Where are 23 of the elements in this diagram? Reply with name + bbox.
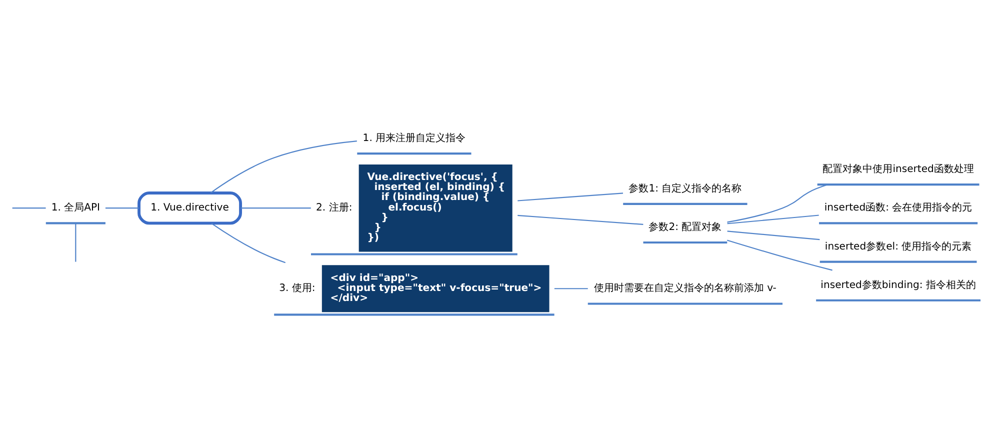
node-text: inserted参数el: 使用指令的元素: [824, 240, 972, 252]
node-text: 1. 用来注册自定义指令: [362, 132, 466, 144]
node-text: 参数1: 自定义指令的名称: [628, 182, 742, 194]
connector: [105, 207, 139, 208]
connector: [240, 207, 311, 208]
connector: [727, 214, 819, 224]
node-text: inserted参数binding: 指令相关的: [820, 279, 976, 290]
node-text: 1. 全局API: [51, 202, 100, 214]
node-box: 1. Vue.directive: [138, 191, 242, 224]
connector: [727, 239, 832, 270]
connector: [727, 184, 828, 222]
connector: [210, 140, 357, 193]
connector: [518, 192, 624, 201]
node-text: inserted函数: 会在使用指令的元: [824, 202, 972, 214]
connector: [554, 288, 588, 289]
node-text: 配置对象中使用inserted函数处理: [822, 164, 974, 175]
node-text: 参数2: 配置对象: [648, 221, 722, 232]
connector: [727, 230, 820, 240]
connector: [518, 214, 644, 224]
node-text: 使用时需要在自定义指令的名称前添加 v-: [594, 282, 776, 294]
connector: [75, 223, 76, 262]
connector: [12, 207, 46, 208]
connector: [211, 222, 286, 263]
